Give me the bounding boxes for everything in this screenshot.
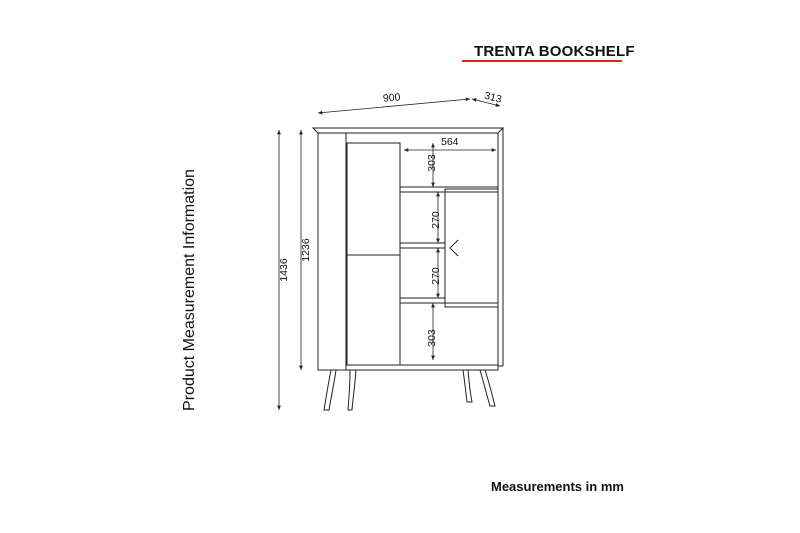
leg-center-left	[347, 369, 357, 411]
leg-center-right	[462, 369, 473, 403]
leg-right	[479, 369, 496, 407]
measurement-unit-note: Measurements in mm	[491, 479, 624, 494]
cabinet-body	[317, 132, 499, 371]
dim-body-height-label: 1236	[300, 238, 312, 262]
title-underline	[462, 60, 622, 62]
dim-total-height-label: 1436	[278, 258, 290, 282]
dim-mid-upper-label: 270	[430, 211, 442, 229]
dim-bottom-shelf-label: 303	[426, 329, 438, 347]
left-lower-door	[346, 254, 401, 366]
dim-inner-width-label: 564	[441, 136, 459, 148]
left-upper-door	[346, 142, 401, 256]
dim-width-line	[317, 97, 471, 115]
dim-top-shelf-label: 303	[426, 154, 438, 172]
product-title: TRENTA BOOKSHELF	[474, 43, 635, 60]
leg-left	[323, 369, 337, 411]
door-handle	[449, 239, 459, 257]
dim-mid-lower-label: 270	[430, 267, 442, 285]
dim-depth-line	[471, 98, 501, 107]
top-panel	[311, 127, 505, 134]
dim-width-label: 900	[383, 91, 402, 104]
dim-depth-label: 313	[483, 90, 503, 106]
right-door	[444, 188, 499, 308]
